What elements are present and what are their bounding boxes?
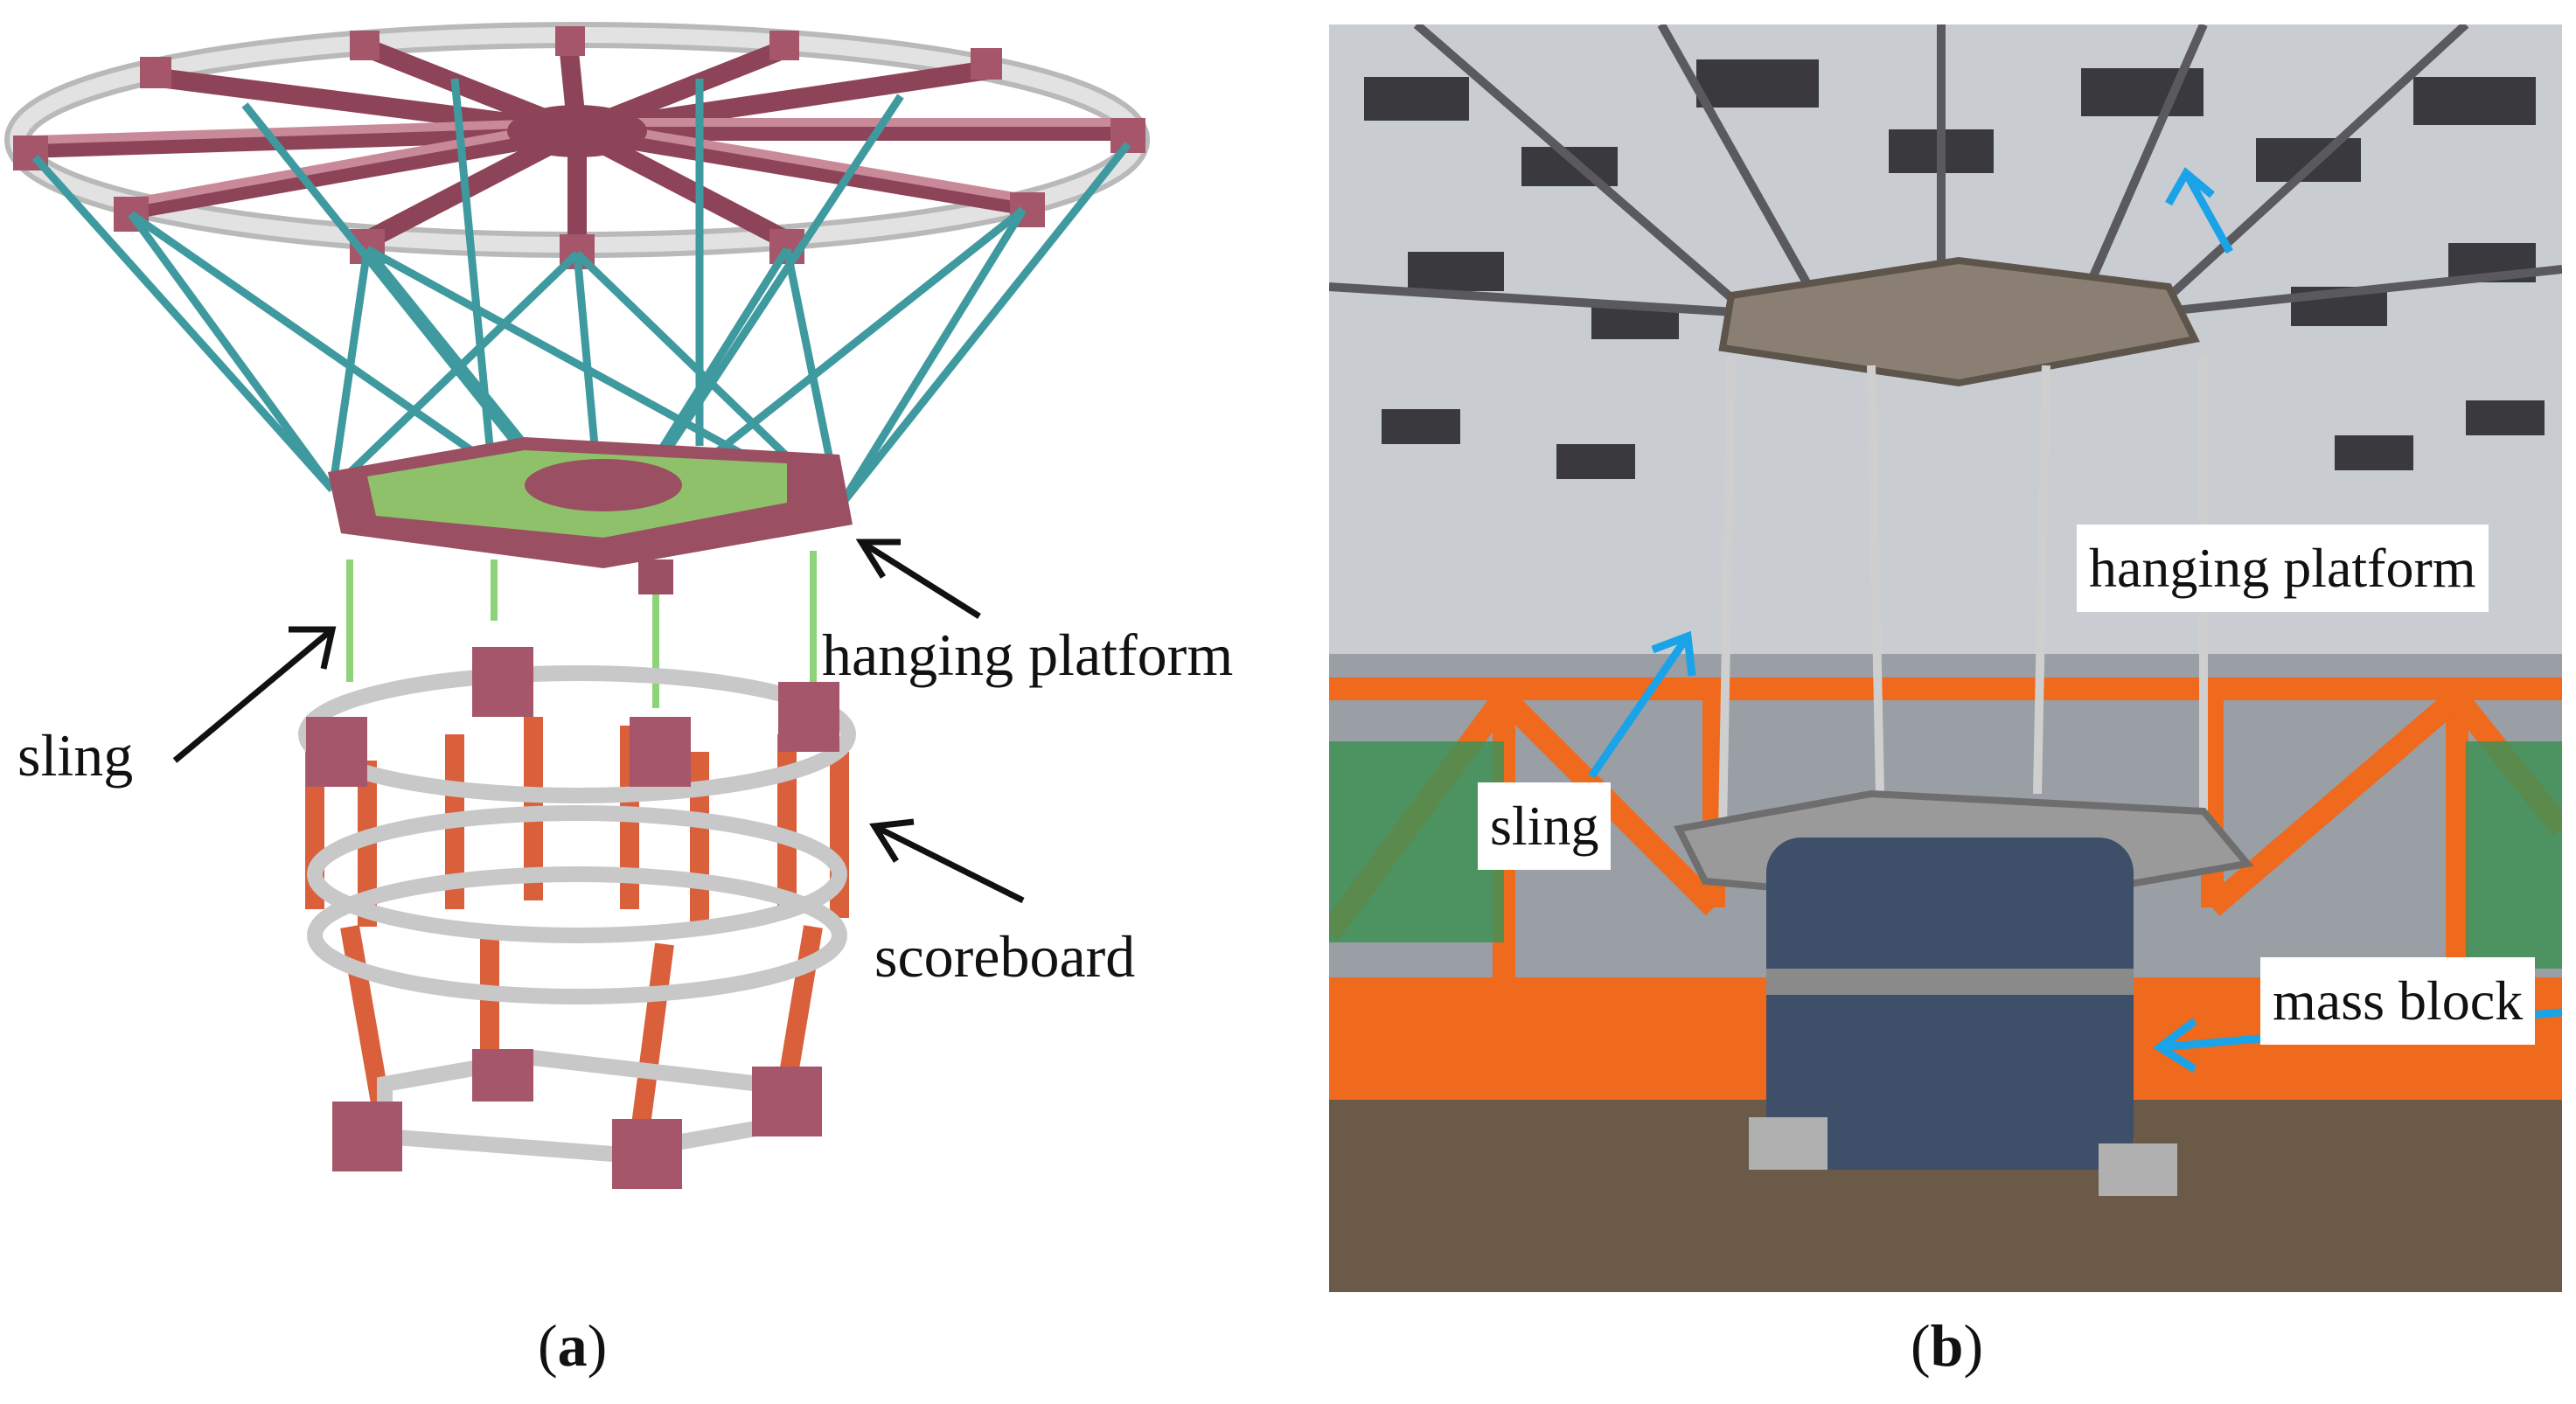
scoreboard-model [298, 647, 856, 1189]
label-a-sling: sling [17, 722, 134, 789]
label-a-hanging-platform: hanging platform [822, 622, 1234, 688]
caption-b: (b) [1911, 1312, 1984, 1379]
label-b-sling: sling [1478, 782, 1612, 870]
panel-b-photo [1329, 24, 2562, 1292]
panel-a-model [4, 22, 1150, 1189]
arrows-a [172, 539, 1025, 904]
label-b-mass-block: mass block [2260, 957, 2536, 1045]
top-ring [4, 22, 1150, 269]
slings-model [346, 551, 817, 708]
label-a-scoreboard: scoreboard [874, 923, 1136, 990]
label-b-hanging-platform: hanging platform [2077, 525, 2489, 612]
hanging-platform-model [328, 437, 853, 594]
caption-a: (a) [538, 1312, 608, 1379]
